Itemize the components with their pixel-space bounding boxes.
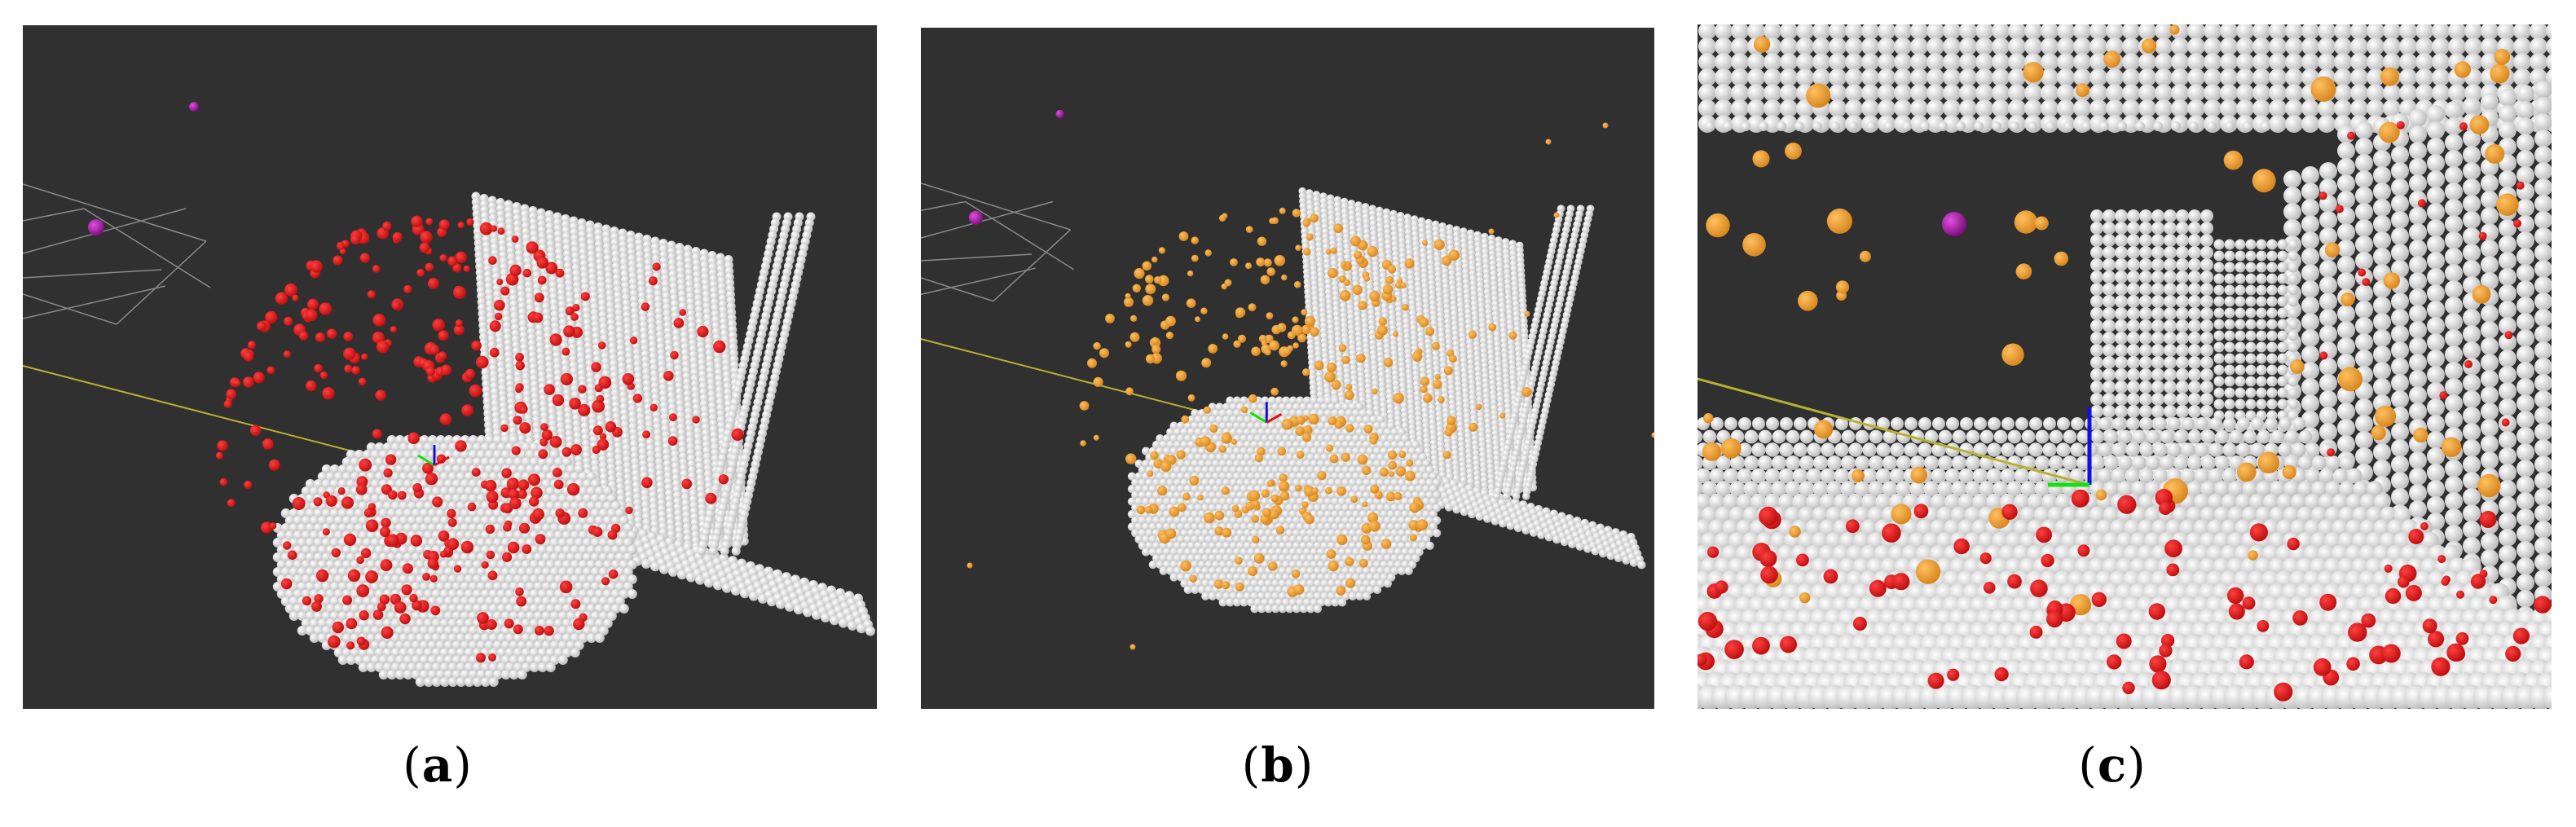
ground-grid: [921, 183, 1075, 302]
caption-c: (c): [2078, 737, 2147, 793]
caption-a: (a): [403, 737, 473, 793]
panel-b-point-cloud-view: [921, 28, 1654, 709]
panel-a-point-cloud-view: [23, 25, 877, 709]
panel-a-render: [23, 102, 875, 687]
panel-c-point-cloud-view: [1698, 24, 2552, 709]
ground-grid: [23, 183, 211, 325]
panel-b-render: [921, 109, 1654, 650]
panel-c-render: [1698, 24, 2552, 709]
caption-b: (b): [1241, 737, 1314, 793]
